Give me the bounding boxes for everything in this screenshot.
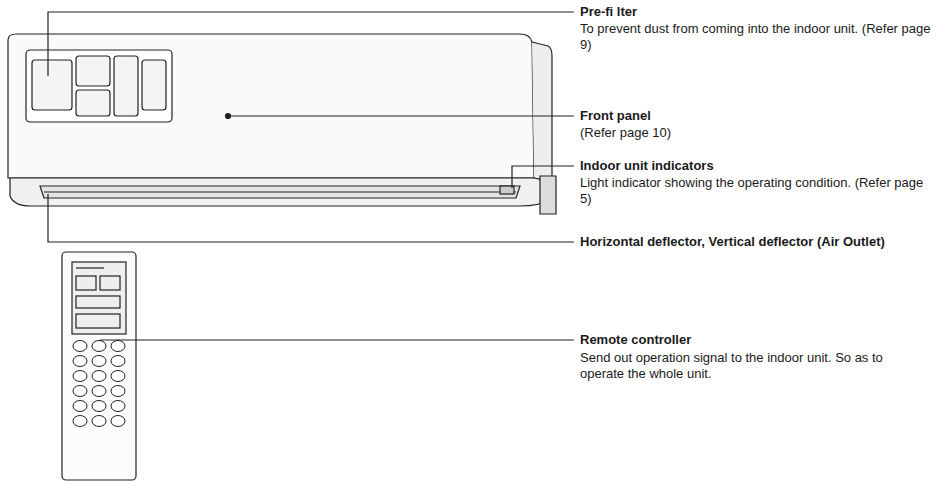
remote-display-detail xyxy=(76,276,96,290)
remote-button xyxy=(73,401,87,412)
pre-filter xyxy=(142,60,166,110)
remote-button xyxy=(92,341,106,352)
leader-line xyxy=(512,166,574,188)
leader-line xyxy=(230,115,574,116)
remote-display-detail xyxy=(76,267,104,268)
remote-button xyxy=(92,401,106,412)
remote-buttons xyxy=(73,341,125,427)
remote-button xyxy=(92,371,106,382)
remote-display-detail xyxy=(76,296,120,308)
front-panel-outline xyxy=(8,34,534,178)
pre-filter xyxy=(76,56,110,86)
remote-button xyxy=(92,356,106,367)
remote-button xyxy=(111,386,125,397)
part-name: Indoor unit indicators xyxy=(580,158,940,174)
remote-button xyxy=(111,371,125,382)
part-name: Horizontal deflector, Vertical deflector… xyxy=(580,234,910,250)
part-name: Front panel xyxy=(580,108,940,124)
leader-dot xyxy=(226,114,231,119)
part-note: (Refer page 10) xyxy=(580,125,940,141)
remote-button xyxy=(111,341,125,352)
remote-button xyxy=(111,401,125,412)
remote-display-detail xyxy=(100,276,120,290)
side-cap xyxy=(532,42,552,182)
leader-line xyxy=(48,194,574,242)
remote-display xyxy=(72,262,126,334)
leader-line xyxy=(48,12,574,76)
part-name: Remote controller xyxy=(580,332,940,348)
part-note: To prevent dust from coming into the ind… xyxy=(580,21,938,53)
deflector-line xyxy=(44,191,516,192)
bottom-housing xyxy=(10,178,552,206)
remote-button xyxy=(111,356,125,367)
remote-button xyxy=(73,371,87,382)
air-outlet xyxy=(40,186,520,198)
remote-button xyxy=(92,386,106,397)
remote-button xyxy=(111,416,125,427)
remote-button xyxy=(73,341,87,352)
pipe xyxy=(540,176,556,214)
pre-filter xyxy=(32,60,72,110)
remote-button xyxy=(73,356,87,367)
remote-display-detail xyxy=(76,314,120,328)
part-note: Light indicator showing the operating co… xyxy=(580,175,932,207)
pre-filter xyxy=(114,56,138,116)
leader-line xyxy=(100,339,574,340)
remote-button xyxy=(73,416,87,427)
part-note: Send out operation signal to the indoor … xyxy=(580,350,925,382)
pre-filter xyxy=(76,90,110,116)
remote-button xyxy=(92,416,106,427)
remote-button xyxy=(73,386,87,397)
remote-body xyxy=(62,252,136,480)
part-name: Pre-fi lter xyxy=(580,4,940,20)
